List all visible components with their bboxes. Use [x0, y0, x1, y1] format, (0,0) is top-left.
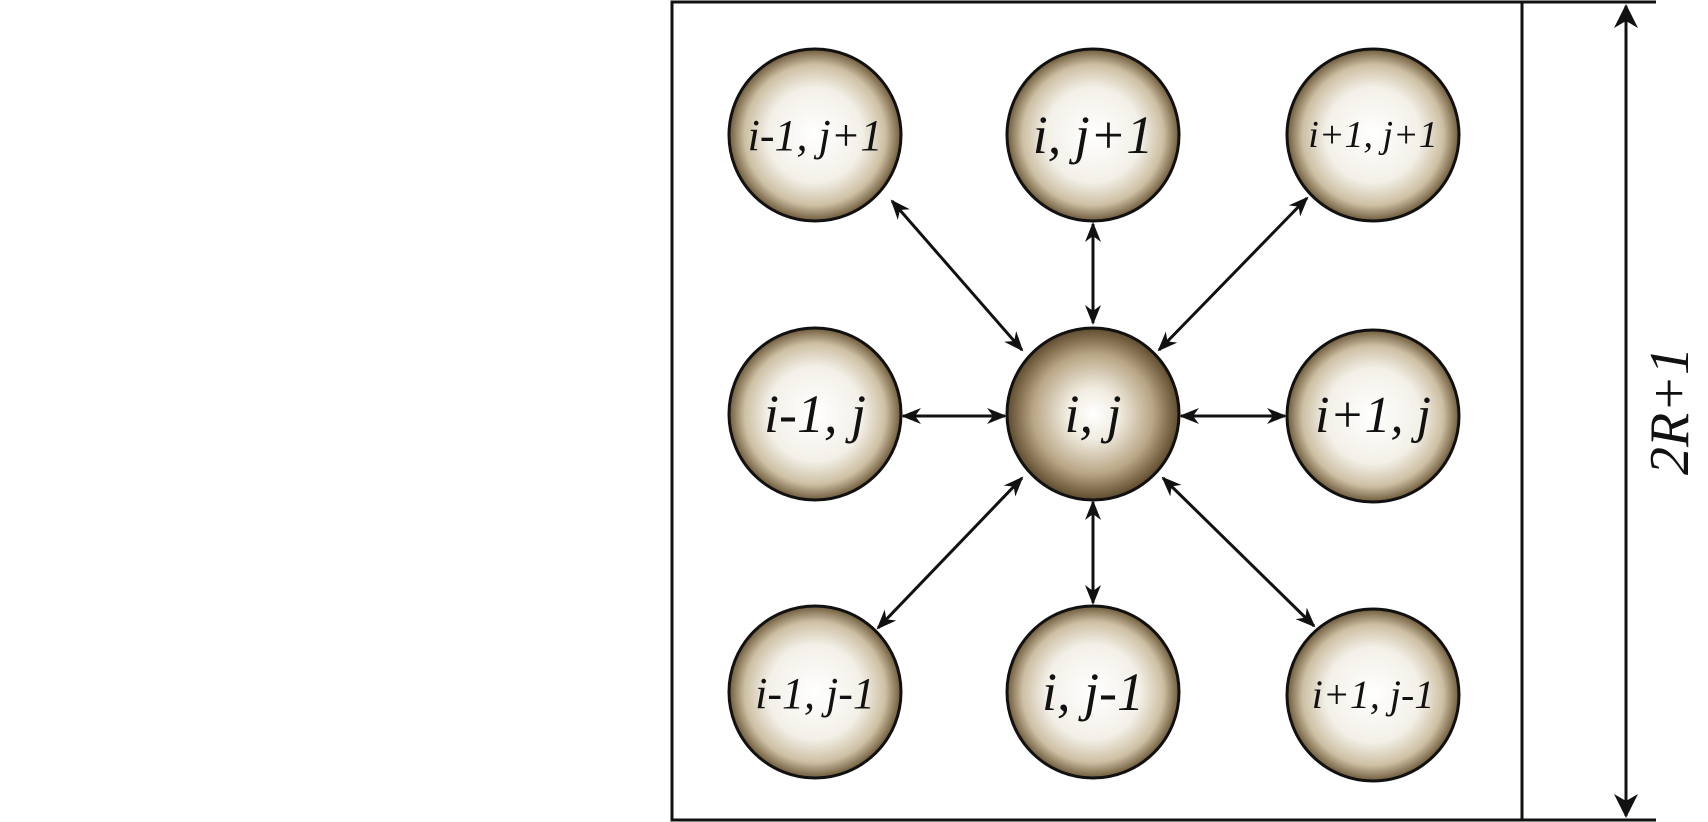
node-label: i-1, j-1 — [755, 669, 875, 718]
node-middle-left: i-1, j — [727, 326, 903, 502]
node-bottom-right: i+1, j-1 — [1285, 607, 1461, 783]
node-bottom-center: i, j-1 — [1005, 604, 1181, 780]
node-label: i-1, j — [764, 384, 866, 444]
node-circle — [1285, 47, 1461, 223]
node-top-left: i-1, j+1 — [727, 47, 903, 223]
link-bottom-left — [876, 476, 1024, 630]
node-middle-right: i+1, j — [1285, 328, 1461, 504]
node-label-center: i, j — [1064, 384, 1121, 444]
node-label: i, j+1 — [1033, 105, 1153, 165]
node-circle — [727, 604, 903, 780]
node-circle — [727, 326, 903, 502]
neighbor-links — [876, 196, 1316, 630]
node-label: i, j-1 — [1042, 662, 1144, 722]
node-label: i+1, j+1 — [1308, 114, 1437, 156]
link-bottom-right — [1161, 476, 1316, 628]
node-bottom-left: i-1, j-1 — [727, 604, 903, 780]
node-label: i-1, j+1 — [748, 111, 883, 160]
node-top-right: i+1, j+1 — [1285, 47, 1461, 223]
node-circle — [1285, 607, 1461, 783]
dimension-label: 2R+1 — [1639, 347, 1701, 475]
node-label: i+1, j-1 — [1312, 672, 1435, 717]
link-top-right — [1157, 196, 1309, 352]
lattice-frame — [670, 0, 1524, 822]
node-center: i, j — [1005, 326, 1181, 502]
node-circle — [1285, 328, 1461, 504]
node-circle-center — [1005, 326, 1181, 502]
node-circle — [727, 47, 903, 223]
node-circle — [1005, 604, 1181, 780]
node-label: i+1, j — [1315, 387, 1431, 444]
node-top-center: i, j+1 — [1005, 47, 1181, 223]
node-circle — [1005, 47, 1181, 223]
link-top-left — [890, 199, 1024, 352]
